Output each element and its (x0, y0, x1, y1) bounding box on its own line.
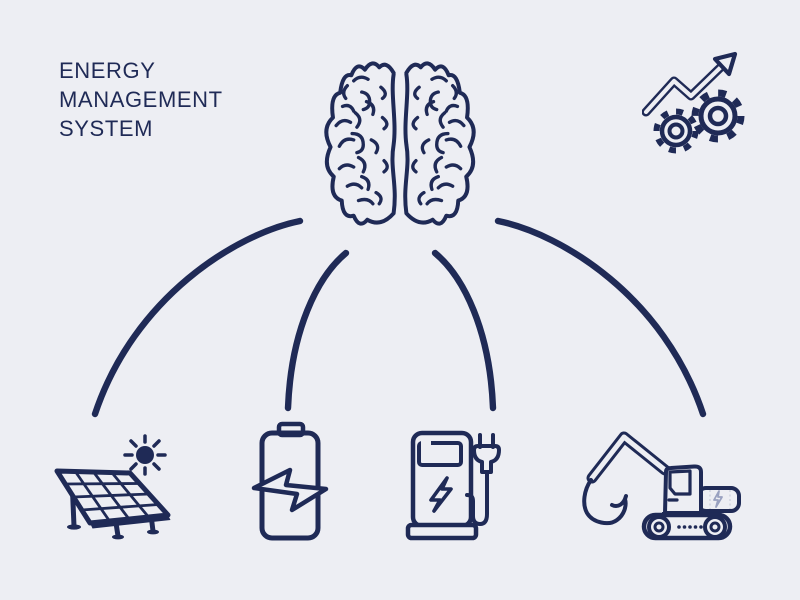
title-line-1: ENERGY (59, 58, 156, 83)
solar-panel-icon (54, 434, 171, 540)
growth-arrow (642, 51, 738, 117)
brain-left-hemisphere (324, 61, 397, 226)
arc-right-inner (431, 249, 497, 412)
gear-large-icon (691, 89, 745, 143)
brain-icon (324, 61, 476, 226)
electric-excavator-icon (582, 431, 741, 541)
brain-right-hemisphere (403, 61, 476, 226)
excavator-rear-body (696, 486, 741, 513)
gear-small-icon (653, 108, 699, 154)
excavator-tracks (641, 512, 733, 541)
charger-screen (417, 441, 463, 467)
arc-left-outer (91, 217, 304, 418)
screen-notch (421, 439, 431, 446)
excavator-cab (663, 464, 703, 515)
title-line-3: SYSTEM (59, 116, 154, 141)
growth-chart-gears-icon (642, 51, 745, 154)
arc-right-outer (494, 217, 707, 418)
lightning-bolt (429, 476, 453, 513)
arc-left-inner (284, 249, 350, 412)
battery-indicator-bolt (713, 490, 723, 508)
panel-grid (54, 468, 171, 529)
plug-cable (465, 470, 489, 526)
battery-icon (251, 421, 329, 541)
lightning-bolt (251, 467, 329, 513)
title-line-2: MANAGEMENT (59, 87, 223, 112)
charger-base (405, 522, 479, 541)
excavator-boom (586, 431, 671, 484)
cab-window (668, 469, 692, 496)
ev-charger-icon (405, 430, 501, 541)
excavator-bucket (582, 478, 628, 526)
plug-icon (465, 433, 501, 526)
sun-icon (123, 434, 167, 476)
page-title: ENERGY MANAGEMENT SYSTEM (59, 56, 223, 143)
